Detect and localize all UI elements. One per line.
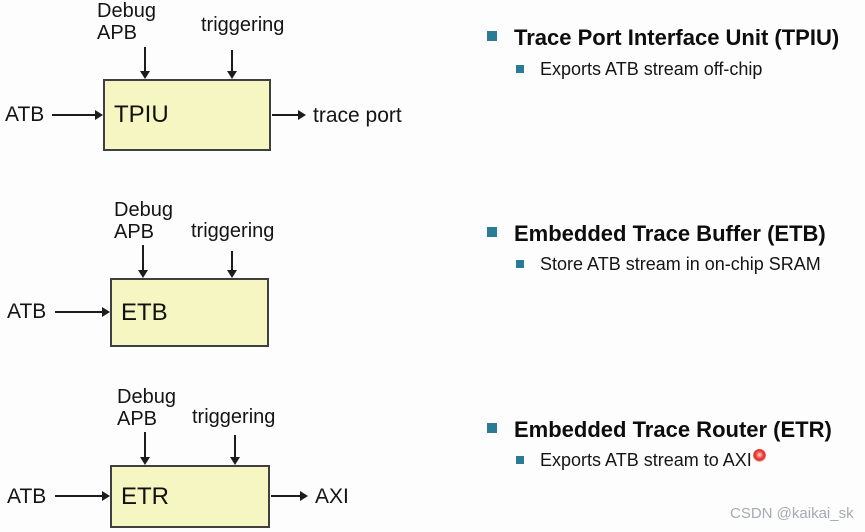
bullet-sub-text: Exports ATB stream to AXI <box>540 450 752 470</box>
etr-debug-apb-arrow-down-icon <box>140 432 150 465</box>
bullet-square-icon <box>487 227 497 237</box>
bullet-sub-etb: Store ATB stream in on-chip SRAM <box>540 254 821 275</box>
etb-atb-arrow-right-icon <box>55 307 110 317</box>
debug-apb-line1: Debug <box>97 0 156 22</box>
etr-block: ETR <box>110 465 270 528</box>
bullet-title-etr: Embedded Trace Router (ETR) <box>514 417 832 442</box>
tpiu-triggering-label: triggering <box>201 14 285 36</box>
etr-triggering-label: triggering <box>192 406 276 428</box>
etb-triggering-arrow-down-icon <box>227 251 237 278</box>
etr-block-label: ETR <box>121 482 169 510</box>
sub-bullet-square-icon <box>516 260 524 268</box>
etb-block: ETB <box>110 278 269 347</box>
tpiu-debug-apb-arrow-down-icon <box>140 47 150 79</box>
bullet-square-icon <box>487 423 497 433</box>
debug-apb-line1: Debug <box>117 386 176 408</box>
etb-block-label: ETB <box>121 298 168 326</box>
etr-axi-label: AXI <box>315 485 349 508</box>
bullet-title-etb: Embedded Trace Buffer (ETB) <box>514 221 826 246</box>
debug-apb-line2: APB <box>114 221 155 243</box>
tpiu-trace-port-label: trace port <box>313 104 402 127</box>
debug-apb-line2: APB <box>117 408 158 430</box>
laser-pointer-dot-icon <box>752 449 766 462</box>
bullet-square-icon <box>487 31 497 41</box>
etb-atb-label: ATB <box>7 300 47 323</box>
bullet-title-tpiu: Trace Port Interface Unit (TPIU) <box>514 25 840 50</box>
bullet-sub-text: Exports ATB stream off-chip <box>540 59 763 79</box>
debug-apb-line1: Debug <box>114 199 173 221</box>
etr-triggering-arrow-down-icon <box>230 435 240 465</box>
bullet-sub-text: Store ATB stream in on-chip SRAM <box>540 254 821 274</box>
etr-atb-arrow-right-icon <box>55 491 110 501</box>
tpiu-output-arrow-right-icon <box>272 110 306 120</box>
tpiu-block: TPIU <box>103 79 271 151</box>
tpiu-triggering-arrow-down-icon <box>227 50 237 79</box>
bullet-sub-etr: Exports ATB stream to AXI <box>540 449 766 471</box>
tpiu-atb-arrow-right-icon <box>52 110 103 120</box>
etb-triggering-label: triggering <box>191 220 275 242</box>
debug-apb-line2: APB <box>97 22 138 44</box>
tpiu-atb-label: ATB <box>5 103 45 126</box>
sub-bullet-square-icon <box>516 456 524 464</box>
watermark: CSDN @kaikai_sk <box>730 505 854 522</box>
etr-atb-label: ATB <box>7 485 47 508</box>
tpiu-block-label: TPIU <box>114 101 169 128</box>
etb-debug-apb-arrow-down-icon <box>138 245 148 278</box>
bullet-sub-tpiu: Exports ATB stream off-chip <box>540 59 762 80</box>
sub-bullet-square-icon <box>516 65 524 73</box>
etr-output-arrow-right-icon <box>271 491 308 501</box>
